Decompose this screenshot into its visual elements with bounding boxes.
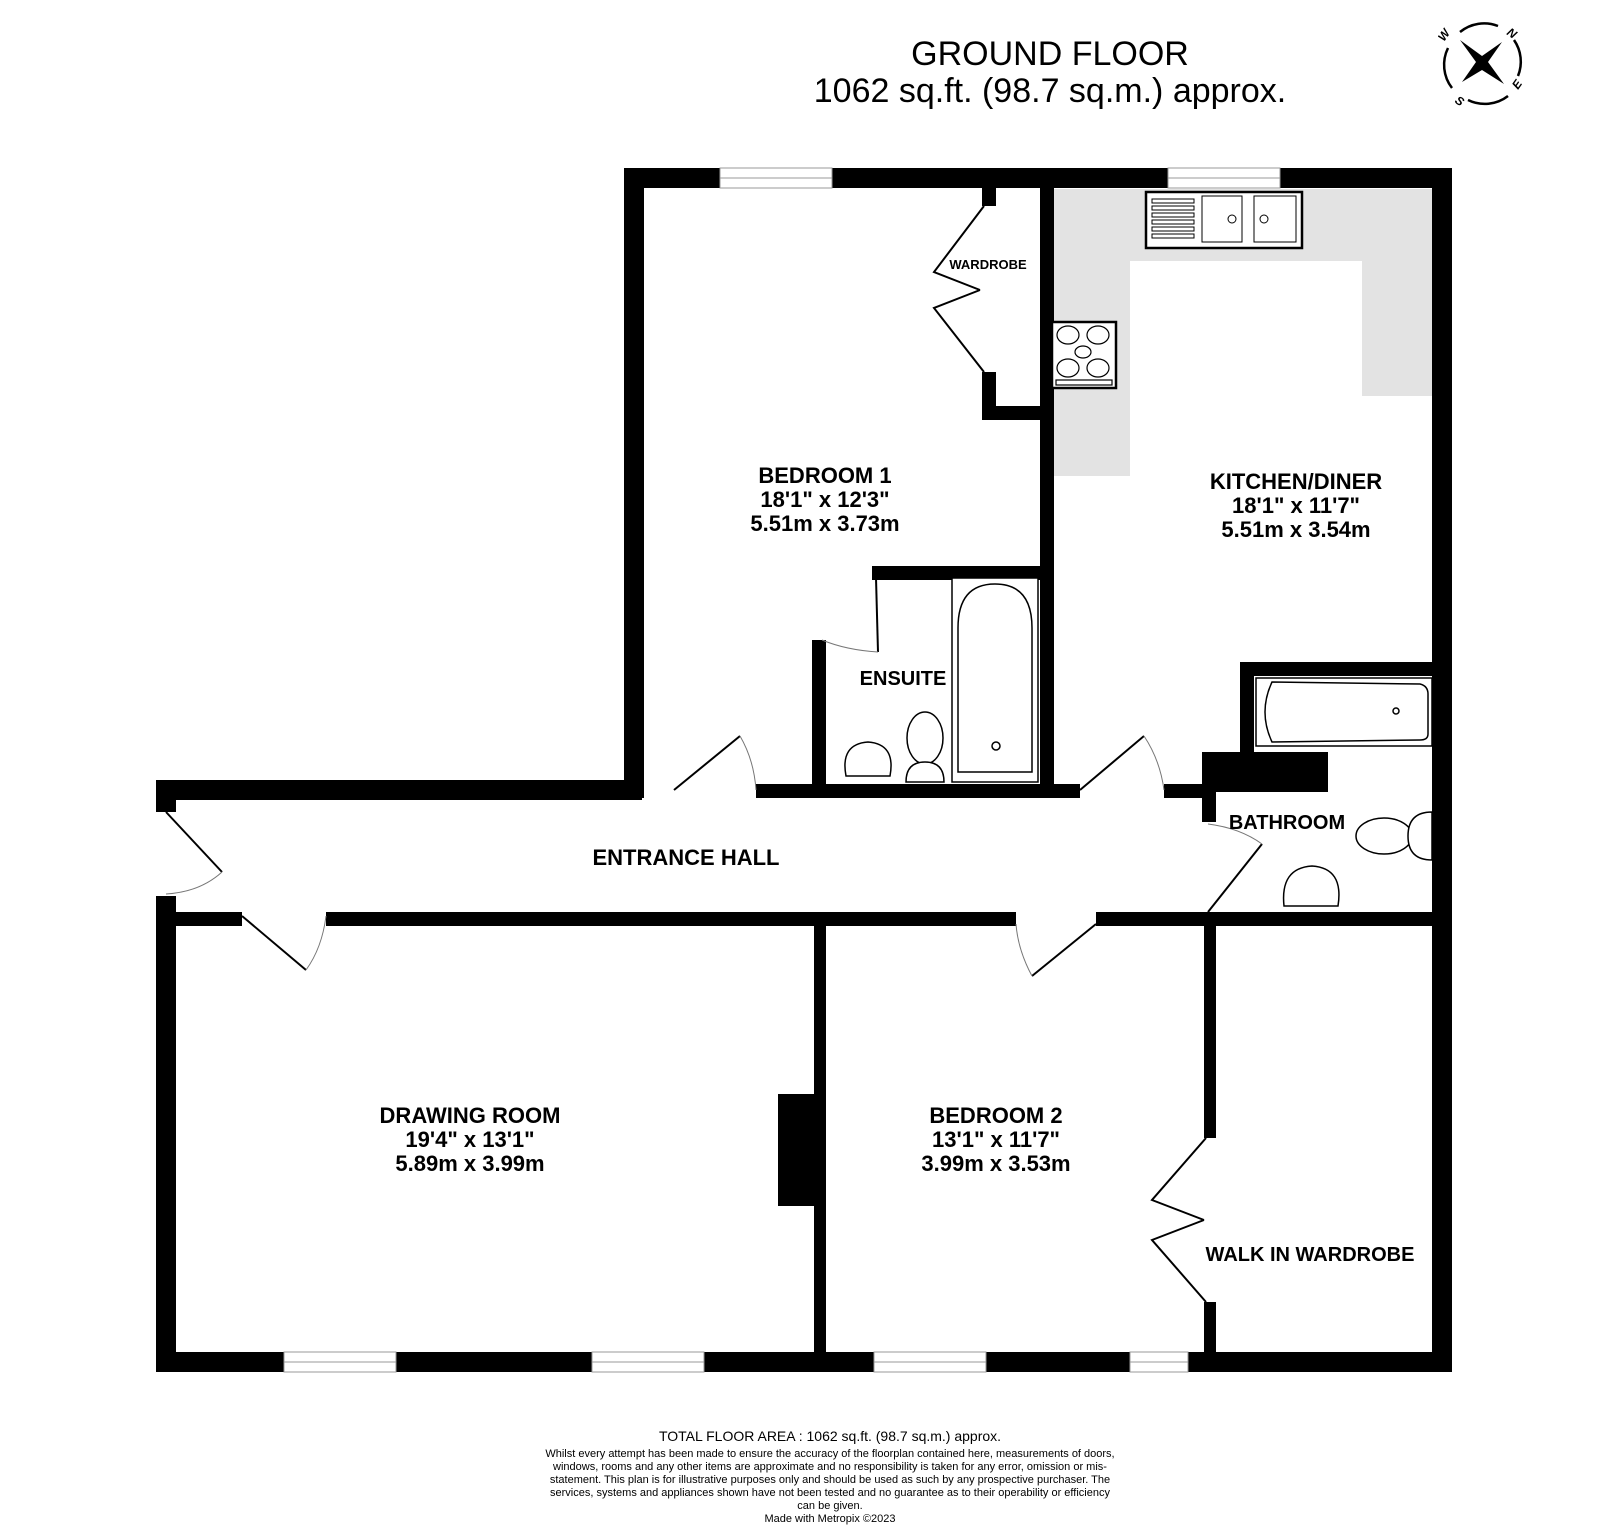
room-name: WARDROBE <box>949 257 1027 272</box>
room-name: BATHROOM <box>1228 812 1346 834</box>
room-metric: 5.51m x 3.54m <box>1221 517 1371 542</box>
hob-icon <box>1050 320 1118 390</box>
compass-icon: N E S W <box>1438 22 1526 106</box>
room-ensuite: ENSUITE <box>848 668 958 690</box>
room-imperial: 18'1" x 11'7" <box>1232 493 1360 518</box>
floor-title: GROUND FLOOR <box>911 35 1189 73</box>
ensuite-basin-icon <box>844 741 892 777</box>
made-with-credit: Made with Metropix ©2023 <box>764 1513 896 1525</box>
bathroom-toilet-icon <box>1355 811 1433 861</box>
plan-header: GROUND FLOOR 1062 sq.ft. (98.7 sq.m.) ap… <box>780 36 1320 110</box>
room-imperial: 19'4" x 13'1" <box>405 1127 535 1152</box>
room-wardrobe: WARDROBE <box>948 258 1028 272</box>
room-bathroom: BATHROOM <box>1222 812 1352 834</box>
room-name: ENTRANCE HALL <box>592 845 780 870</box>
total-floor-area: TOTAL FLOOR AREA : 1062 sq.ft. (98.7 sq.… <box>658 1428 1002 1444</box>
room-metric: 5.89m x 3.99m <box>395 1151 545 1176</box>
room-walk-in-wardrobe: WALK IN WARDROBE <box>1186 1244 1434 1266</box>
windows <box>283 167 1281 1373</box>
room-bedroom-2: BEDROOM 2 13'1" x 11'7" 3.99m x 3.53m <box>896 1104 1096 1176</box>
room-name: BEDROOM 1 <box>758 463 892 488</box>
bathroom-basin-icon <box>1282 865 1340 907</box>
room-entrance-hall: ENTRANCE HALL <box>576 846 796 870</box>
room-name: WALK IN WARDROBE <box>1205 1244 1415 1266</box>
room-bedroom-1: BEDROOM 1 18'1" x 12'3" 5.51m x 3.73m <box>730 464 920 536</box>
room-name: BEDROOM 2 <box>929 1103 1063 1128</box>
room-imperial: 18'1" x 12'3" <box>760 487 890 512</box>
room-name: ENSUITE <box>859 668 947 690</box>
room-kitchen-diner: KITCHEN/DINER 18'1" x 11'7" 5.51m x 3.54… <box>1196 470 1396 542</box>
kitchen-sink-icon <box>1144 190 1304 250</box>
bathroom-bath-icon <box>1255 677 1433 747</box>
room-imperial: 13'1" x 11'7" <box>932 1127 1060 1152</box>
disclaimer: Whilst every attempt has been made to en… <box>545 1448 1115 1512</box>
doors <box>165 205 1263 1303</box>
ensuite-toilet-icon <box>905 711 945 783</box>
room-metric: 3.99m x 3.53m <box>921 1151 1071 1176</box>
plan-footer: TOTAL FLOOR AREA : 1062 sq.ft. (98.7 sq.… <box>540 1428 1120 1526</box>
room-metric: 5.51m x 3.73m <box>750 511 900 536</box>
floor-area: 1062 sq.ft. (98.7 sq.m.) approx. <box>813 72 1287 110</box>
room-name: DRAWING ROOM <box>379 1103 561 1128</box>
room-drawing-room: DRAWING ROOM 19'4" x 13'1" 5.89m x 3.99m <box>360 1104 580 1176</box>
ensuite-bath-icon <box>951 577 1039 783</box>
room-name: KITCHEN/DINER <box>1209 469 1383 494</box>
floor-plan <box>156 167 1452 1373</box>
walls <box>156 168 1452 1372</box>
